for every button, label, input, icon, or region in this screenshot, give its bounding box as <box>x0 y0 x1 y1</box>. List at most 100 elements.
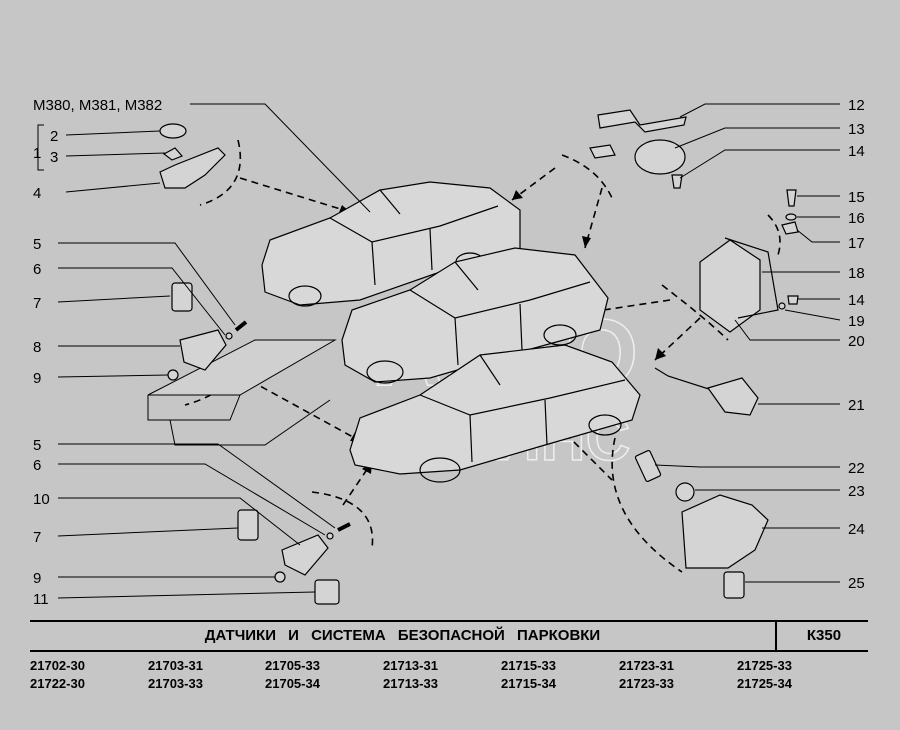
model-code: 21722-30 <box>30 676 85 691</box>
label-vehicles: М380, М381, М382 <box>33 97 162 114</box>
part-5-bolt-lower <box>337 522 351 532</box>
callout-labels: М380, М381, М382 1 2 3 4 5 6 7 8 9 5 6 1… <box>33 97 865 608</box>
part-15-screw <box>786 189 797 207</box>
arc-mid-right <box>661 284 729 341</box>
label-3: 3 <box>50 149 58 166</box>
label-17: 17 <box>848 235 865 252</box>
model-code: 21713-31 <box>383 658 438 673</box>
model-column: 21702-30 21722-30 <box>30 657 140 693</box>
arc-small-right <box>767 214 781 256</box>
title-bar: ДАТЧИКИ И СИСТЕМА БЕЗОПАСНОЙ ПАРКОВКИ К3… <box>30 620 868 652</box>
label-7-lower: 7 <box>33 529 41 546</box>
arc-top-left <box>199 139 242 206</box>
part-24-sensor <box>681 494 769 569</box>
model-list: 21702-30 21722-30 21703-31 21703-33 2170… <box>30 657 870 697</box>
vehicles <box>261 181 641 483</box>
diagram-title: ДАТЧИКИ И СИСТЕМА БЕЗОПАСНОЙ ПАРКОВКИ <box>204 627 601 644</box>
title-separator <box>775 622 777 650</box>
part-20-bracket <box>724 237 779 319</box>
label-1: 1 <box>33 145 41 162</box>
model-code: 21703-33 <box>148 676 203 691</box>
part-7-sensor-upper <box>171 282 193 312</box>
label-12: 12 <box>848 97 865 114</box>
model-code: 21715-34 <box>501 676 556 691</box>
label-9-upper: 9 <box>33 370 41 387</box>
model-code: 21702-30 <box>30 658 85 673</box>
model-code: 21703-31 <box>148 658 203 673</box>
part-2-cap <box>159 123 187 139</box>
label-24: 24 <box>848 521 865 538</box>
leader-lines <box>37 103 841 599</box>
part-13-buzzer <box>634 139 686 175</box>
part-12-bracket <box>597 109 687 133</box>
part-14-screw-upper <box>671 174 683 189</box>
model-column: 21725-33 21725-34 <box>737 657 847 693</box>
label-5-lower: 5 <box>33 437 41 454</box>
label-6-lower: 6 <box>33 457 41 474</box>
model-code: 21725-34 <box>737 676 792 691</box>
model-code: 21723-33 <box>619 676 674 691</box>
model-code: 21723-31 <box>619 658 674 673</box>
part-10-plate <box>281 534 329 576</box>
label-8: 8 <box>33 339 41 356</box>
diagram-code: К350 <box>806 627 842 644</box>
label-11: 11 <box>33 591 49 608</box>
part-14-screw-lower <box>787 295 799 305</box>
part-19-washer <box>778 302 786 310</box>
label-7-upper: 7 <box>33 295 41 312</box>
part-18-control-unit <box>699 239 761 333</box>
part-16-washer <box>785 213 797 221</box>
label-18: 18 <box>848 265 865 282</box>
part-5-bolt-upper <box>234 320 248 332</box>
part-4-bracket <box>159 147 226 189</box>
label-20: 20 <box>848 333 865 350</box>
part-8-plate <box>179 329 227 371</box>
label-25: 25 <box>848 575 865 592</box>
part-7-sensor-lower <box>237 509 259 541</box>
part-22-bolt <box>634 449 662 483</box>
label-14-lower: 14 <box>848 292 865 309</box>
part-3-clip <box>162 147 184 161</box>
connector-13 <box>589 144 616 159</box>
label-16: 16 <box>848 210 865 227</box>
model-code: 21705-33 <box>265 658 320 673</box>
label-23: 23 <box>848 483 865 500</box>
part-6-washer-lower <box>326 532 334 540</box>
model-code: 21713-33 <box>383 676 438 691</box>
model-column: 21713-31 21713-33 <box>383 657 493 693</box>
part-23-washer <box>675 482 695 502</box>
label-9-lower: 9 <box>33 570 41 587</box>
label-13: 13 <box>848 121 865 138</box>
engine-compartment <box>147 339 337 446</box>
arc-bottom-left <box>311 491 374 549</box>
label-19: 19 <box>848 313 865 330</box>
part-9-nut-upper <box>167 369 179 381</box>
label-15: 15 <box>848 189 865 206</box>
label-6-upper: 6 <box>33 261 41 278</box>
part-11-sensor <box>314 579 340 605</box>
label-4: 4 <box>33 185 41 202</box>
model-code: 21715-33 <box>501 658 556 673</box>
part-9-nut-lower <box>274 571 286 583</box>
arc-top-right <box>561 154 613 199</box>
label-14-upper: 14 <box>848 143 865 160</box>
label-5-upper: 5 <box>33 236 41 253</box>
label-10: 10 <box>33 491 50 508</box>
model-column: 21703-31 21703-33 <box>148 657 258 693</box>
car-sedan <box>349 344 641 483</box>
part-17-nut <box>781 221 799 235</box>
label-22: 22 <box>848 460 865 477</box>
arc-bottom-right <box>611 437 683 573</box>
model-code: 21705-34 <box>265 676 320 691</box>
label-21: 21 <box>848 397 865 414</box>
part-21-sensor <box>707 377 759 416</box>
car-hatchback <box>341 247 609 384</box>
model-column: 21723-31 21723-33 <box>619 657 729 693</box>
label-2: 2 <box>50 128 58 145</box>
model-code: 21725-33 <box>737 658 792 673</box>
parts-diagram: АВТО АЛЬЯНС <box>33 97 865 608</box>
part-6-washer-upper <box>225 332 233 340</box>
model-column: 21715-33 21715-34 <box>501 657 611 693</box>
part-25-plug <box>723 571 745 599</box>
